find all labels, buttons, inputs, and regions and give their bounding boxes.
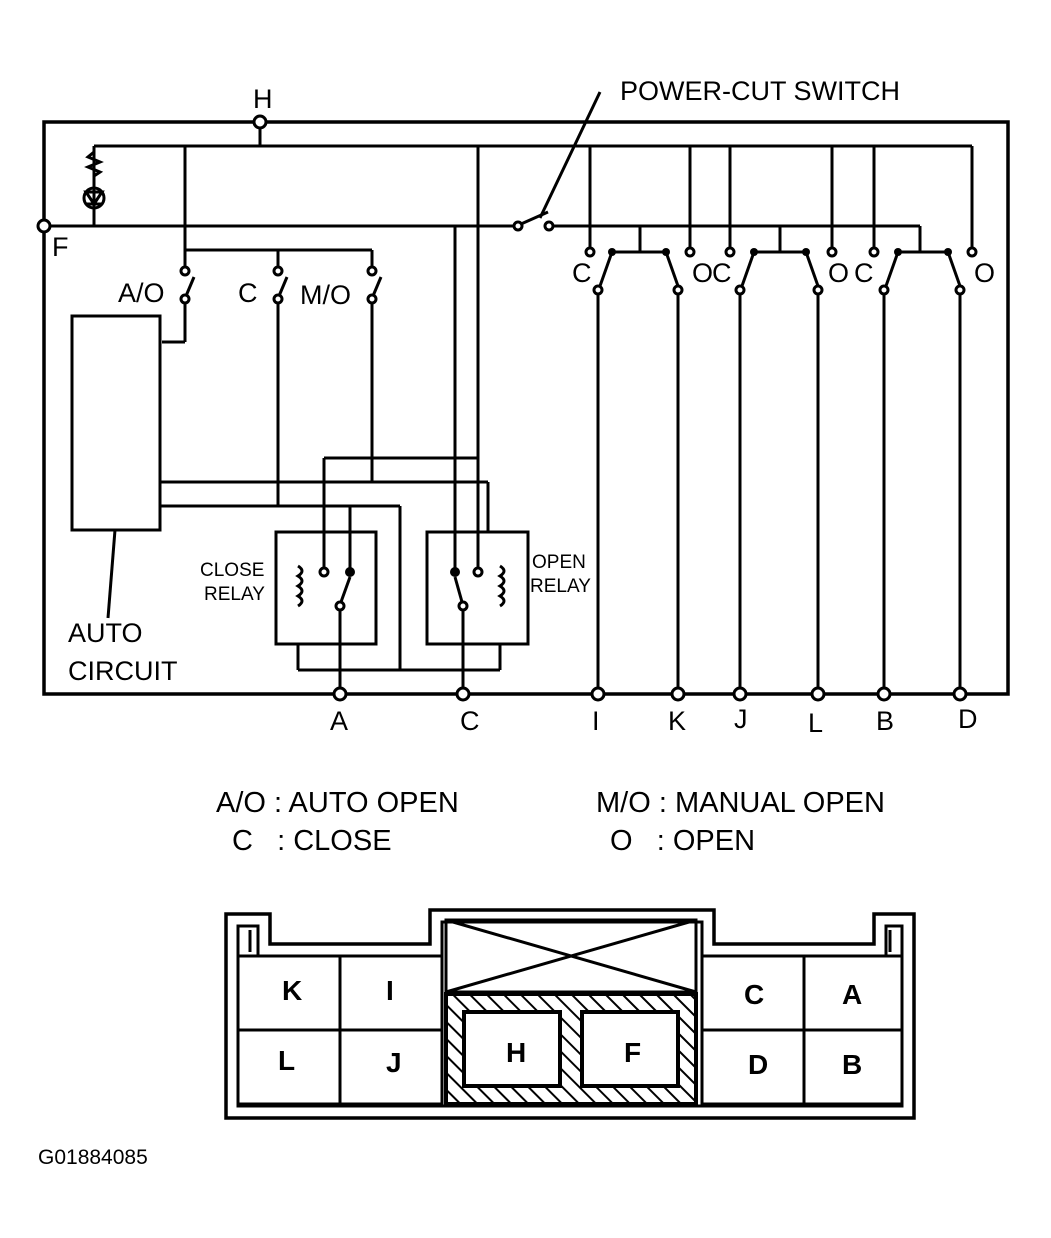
pin-j-label: J — [386, 1047, 402, 1078]
pin-f-label: F — [624, 1037, 641, 1068]
legend-mo: M/O : MANUAL OPEN — [596, 787, 885, 819]
close-relay — [274, 530, 378, 646]
terminal-a-label: A — [330, 706, 348, 736]
terminal-l-label: L — [808, 708, 823, 738]
legend-ao: A/O : AUTO OPEN — [216, 787, 459, 819]
terminal-f-label: F — [52, 232, 69, 262]
terminal-d — [952, 686, 968, 702]
open-relay-label-2: RELAY — [530, 576, 591, 597]
pin-h-label: H — [506, 1037, 526, 1068]
power-cut-switch — [512, 91, 602, 232]
terminal-k-label: K — [668, 706, 686, 736]
left-switches — [162, 146, 383, 506]
bus-wires — [44, 122, 972, 228]
sw2-o-label: O — [828, 258, 849, 288]
sw1-c-label: C — [572, 258, 592, 288]
terminal-k — [670, 686, 686, 702]
terminal-b-label: B — [876, 706, 894, 736]
legend-c: C : CLOSE — [232, 825, 392, 857]
terminal-j-label: J — [734, 704, 748, 734]
open-relay — [425, 530, 530, 646]
close-relay-label-2: RELAY — [204, 584, 265, 605]
terminal-h — [252, 114, 268, 130]
terminal-b — [876, 686, 892, 702]
switch-c-label: C — [238, 278, 258, 308]
close-relay-label-1: CLOSE — [200, 560, 264, 581]
sw3-o-label: O — [974, 258, 995, 288]
connector-face: K I C A L J D B H F — [224, 908, 916, 1120]
window-switch-2 — [724, 146, 838, 694]
switch-mo-label: M/O — [300, 280, 351, 310]
terminal-i-label: I — [592, 706, 600, 736]
legend: A/O : AUTO OPEN M/O : MANUAL OPEN C : CL… — [216, 787, 885, 857]
terminal-a — [332, 686, 348, 702]
sw3-c-label: C — [854, 258, 874, 288]
terminal-i — [590, 686, 606, 702]
terminal-c-label: C — [460, 706, 480, 736]
pin-i-label: I — [386, 975, 394, 1006]
terminal-d-label: D — [958, 704, 978, 734]
pin-d-label: D — [748, 1049, 768, 1080]
pin-k-label: K — [282, 975, 302, 1006]
window-switch-3 — [868, 146, 978, 694]
terminal-j — [732, 686, 748, 702]
open-relay-label-1: OPEN — [532, 552, 586, 573]
diagram-title: POWER-CUT SWITCH — [620, 76, 900, 106]
terminal-c — [455, 686, 471, 702]
legend-o: O : OPEN — [610, 825, 755, 857]
terminal-l — [810, 686, 826, 702]
auto-circuit-label-1: AUTO — [68, 618, 143, 648]
pin-b-label: B — [842, 1049, 862, 1080]
switch-ao-label: A/O — [118, 278, 165, 308]
sw2-c-label: C — [712, 258, 732, 288]
terminal-pins — [36, 114, 968, 702]
cavity-h — [462, 1010, 562, 1088]
pin-c-label: C — [744, 979, 764, 1010]
pin-a-label: A — [842, 979, 862, 1010]
pin-l-label: L — [278, 1045, 295, 1076]
terminal-h-label: H — [253, 84, 273, 114]
terminal-f — [36, 218, 52, 234]
outer-frame — [42, 120, 1010, 696]
lamp-diode-icon — [82, 150, 106, 210]
cavity-f — [580, 1010, 680, 1088]
window-switch-1 — [584, 146, 696, 694]
sw1-o-label: O — [692, 258, 713, 288]
figure-id: G01884085 — [38, 1146, 148, 1169]
auto-circuit-label-2: CIRCUIT — [68, 656, 178, 686]
relay-wiring — [296, 146, 502, 694]
